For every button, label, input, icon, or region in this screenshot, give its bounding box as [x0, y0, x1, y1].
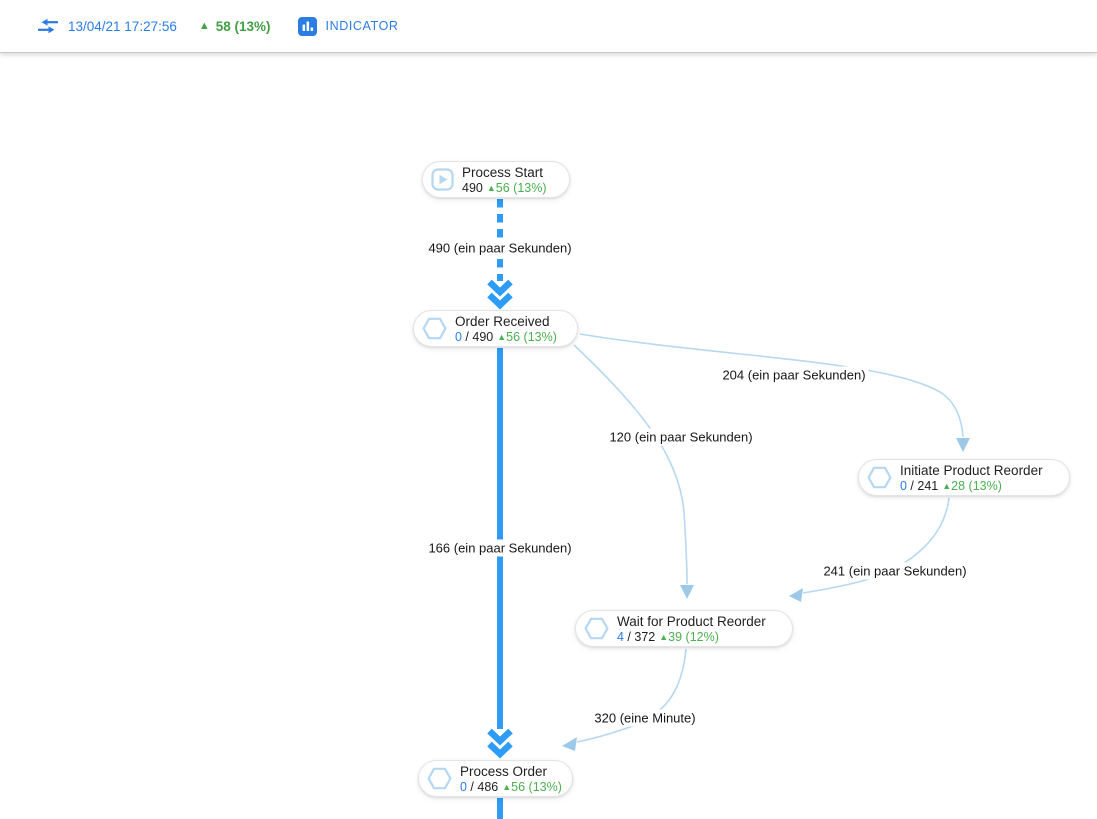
count-separator: / — [461, 329, 473, 344]
delta-value: 28 (13%) — [951, 478, 1002, 493]
edge-label-166: 166 (ein paar Sekunden) — [425, 539, 575, 557]
delta-value: 56 (13%) — [506, 329, 557, 344]
activity-hexagon-icon — [584, 617, 609, 640]
edge-label-241: 241 (ein paar Sekunden) — [820, 562, 970, 580]
activity-hexagon-icon — [867, 466, 892, 489]
trend-summary: ▲ 58 (13%) — [199, 19, 271, 34]
edge-label-120: 120 (ein paar Sekunden) — [606, 428, 756, 446]
total-count: 372 — [634, 629, 656, 644]
node-stats: 0 / 490▲56 (13%) — [455, 330, 557, 344]
node-wait-for-product-reorder[interactable]: Wait for Product Reorder 4 / 372▲39 (12%… — [575, 610, 793, 647]
start-event-icon — [431, 168, 454, 191]
node-process-order[interactable]: Process Order 0 / 486▲56 (13%) — [418, 760, 573, 797]
node-text: Process Start 490▲56 (13%) — [462, 165, 547, 195]
delta-value: 39 (12%) — [668, 629, 719, 644]
edge-start-to-order — [487, 199, 513, 310]
node-stats: 4 / 372▲39 (12%) — [617, 630, 766, 644]
node-text: Wait for Product Reorder 4 / 372▲39 (12%… — [617, 614, 766, 644]
trend-value: 58 (13%) — [215, 18, 271, 34]
node-process-start[interactable]: Process Start 490▲56 (13%) — [422, 161, 570, 198]
activity-hexagon-icon — [422, 317, 447, 340]
trend-up-icon: ▲ — [502, 781, 512, 792]
node-stats: 0 / 486▲56 (13%) — [460, 780, 562, 794]
trend-up-icon: ▲ — [497, 331, 507, 342]
node-text: Order Received 0 / 490▲56 (13%) — [455, 314, 557, 344]
edge-label-490: 490 (ein paar Sekunden) — [425, 239, 575, 257]
node-label: Wait for Product Reorder — [617, 613, 766, 629]
node-text: Process Order 0 / 486▲56 (13%) — [460, 764, 562, 794]
active-count: 0 — [460, 779, 467, 794]
count-separator: / — [623, 629, 635, 644]
node-text: Initiate Product Reorder 0 / 241▲28 (13%… — [900, 463, 1043, 493]
edge-label-320: 320 (eine Minute) — [591, 709, 699, 727]
trend-up-icon: ▲ — [942, 480, 952, 491]
node-order-received[interactable]: Order Received 0 / 490▲56 (13%) — [413, 310, 578, 347]
bar-chart-icon — [297, 16, 317, 36]
delta-value: 56 (13%) — [511, 779, 562, 794]
snapshot-timestamp: 13/04/21 17:27:56 — [68, 18, 177, 34]
active-count: 4 — [617, 629, 624, 644]
edge-order-to-wait — [573, 344, 694, 599]
edge-order-to-initiate — [579, 333, 970, 452]
count-separator: / — [906, 478, 918, 493]
snapshot-date-control[interactable]: 13/04/21 17:27:56 — [37, 17, 177, 35]
active-count: 0 — [900, 478, 907, 493]
compare-arrows-icon — [37, 17, 59, 35]
total-count: 486 — [477, 779, 499, 794]
total-count: 490 — [462, 180, 483, 195]
trend-up-icon: ▲ — [198, 19, 210, 32]
activity-hexagon-icon — [427, 767, 452, 790]
node-stats: 0 / 241▲28 (13%) — [900, 479, 1043, 493]
edge-label-204: 204 (ein paar Sekunden) — [719, 366, 869, 384]
active-count: 0 — [455, 329, 462, 344]
node-label: Process Order — [460, 763, 548, 779]
node-initiate-product-reorder[interactable]: Initiate Product Reorder 0 / 241▲28 (13%… — [858, 459, 1070, 496]
trend-up-icon: ▲ — [486, 182, 496, 193]
edge-initiate-to-wait — [789, 497, 950, 602]
top-toolbar: 13/04/21 17:27:56 ▲ 58 (13%) INDICATOR — [0, 0, 1097, 53]
count-separator: / — [466, 779, 478, 794]
total-count: 241 — [917, 478, 939, 493]
node-label: Order Received — [455, 313, 550, 329]
trend-up-icon: ▲ — [659, 631, 669, 642]
delta-value: 56 (13%) — [495, 180, 547, 195]
edge-wait-to-process — [562, 648, 687, 751]
edge-order-to-process — [487, 348, 513, 759]
indicator-label: INDICATOR — [325, 19, 399, 33]
node-label: Process Start — [462, 164, 544, 180]
node-stats: 490▲56 (13%) — [462, 181, 547, 195]
total-count: 490 — [472, 329, 494, 344]
indicator-button[interactable]: INDICATOR — [297, 16, 399, 36]
node-label: Initiate Product Reorder — [900, 462, 1043, 478]
